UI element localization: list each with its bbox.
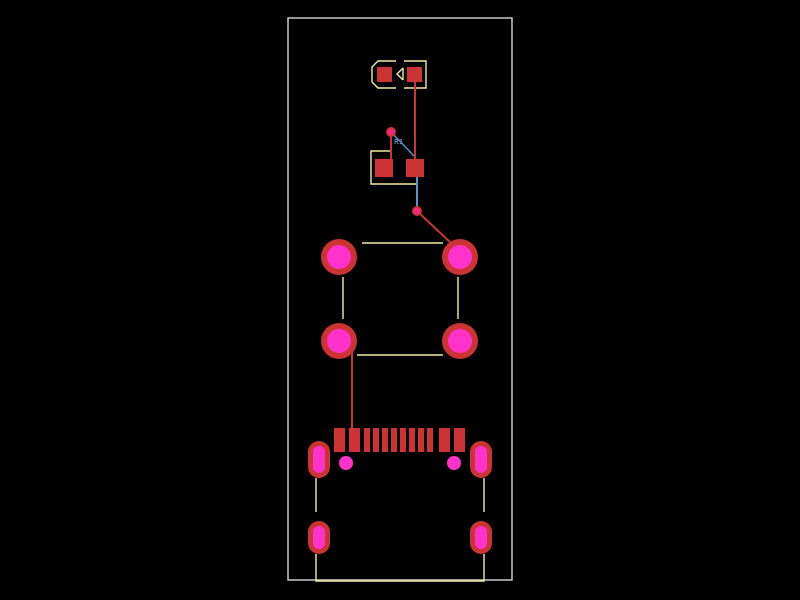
led-pad-1[interactable] (377, 67, 392, 82)
switch-footprint[interactable] (321, 239, 478, 359)
led-footprint[interactable] (371, 60, 427, 89)
resistor-silkscreen (370, 150, 416, 185)
usb-shield-tab-bottom-right-hole (475, 526, 487, 549)
usb-pad-a2[interactable] (349, 428, 360, 452)
usb-shield-tab-bottom-left-hole (313, 526, 325, 549)
switch-pad-4-hole (448, 329, 472, 353)
via-lower-hole (414, 208, 420, 214)
resistor-pad-2[interactable] (406, 159, 424, 177)
board-outline (287, 17, 513, 581)
usb-locating-hole-left (339, 456, 353, 470)
trace-via-to-switch[interactable] (416, 210, 453, 245)
resistor-pad-1[interactable] (375, 159, 393, 177)
usb-pad-s1[interactable] (364, 428, 370, 452)
usb-pad-s3[interactable] (382, 428, 388, 452)
via-upper-hole (388, 129, 394, 135)
usb-pad-s2[interactable] (373, 428, 379, 452)
led-polarity-icon (396, 67, 404, 81)
usb-pad-s5[interactable] (400, 428, 406, 452)
switch-pad-1-hole (327, 245, 351, 269)
usb-pad-s7[interactable] (418, 428, 424, 452)
switch-pad-3-hole (327, 329, 351, 353)
usb-pad-s8[interactable] (427, 428, 433, 452)
usb-silkscreen-bottom (315, 554, 485, 582)
switch-pad-2-hole (448, 245, 472, 269)
usb-connector-footprint[interactable] (308, 428, 492, 582)
usb-pad-b2[interactable] (454, 428, 465, 452)
usb-pad-b1[interactable] (439, 428, 450, 452)
trace-bottom-diagonal[interactable] (390, 131, 415, 157)
usb-pad-s4[interactable] (391, 428, 397, 452)
led-silkscreen-left (371, 60, 396, 89)
usb-locating-hole-right (447, 456, 461, 470)
resistor-ref-label: R1 (394, 138, 403, 146)
usb-shield-tab-top-left-hole (313, 446, 325, 473)
usb-pad-a1[interactable] (334, 428, 345, 452)
resistor-footprint[interactable]: R1 (370, 138, 424, 185)
usb-shield-tab-top-right-hole (475, 446, 487, 473)
usb-pad-s6[interactable] (409, 428, 415, 452)
led-pad-2[interactable] (407, 67, 422, 82)
